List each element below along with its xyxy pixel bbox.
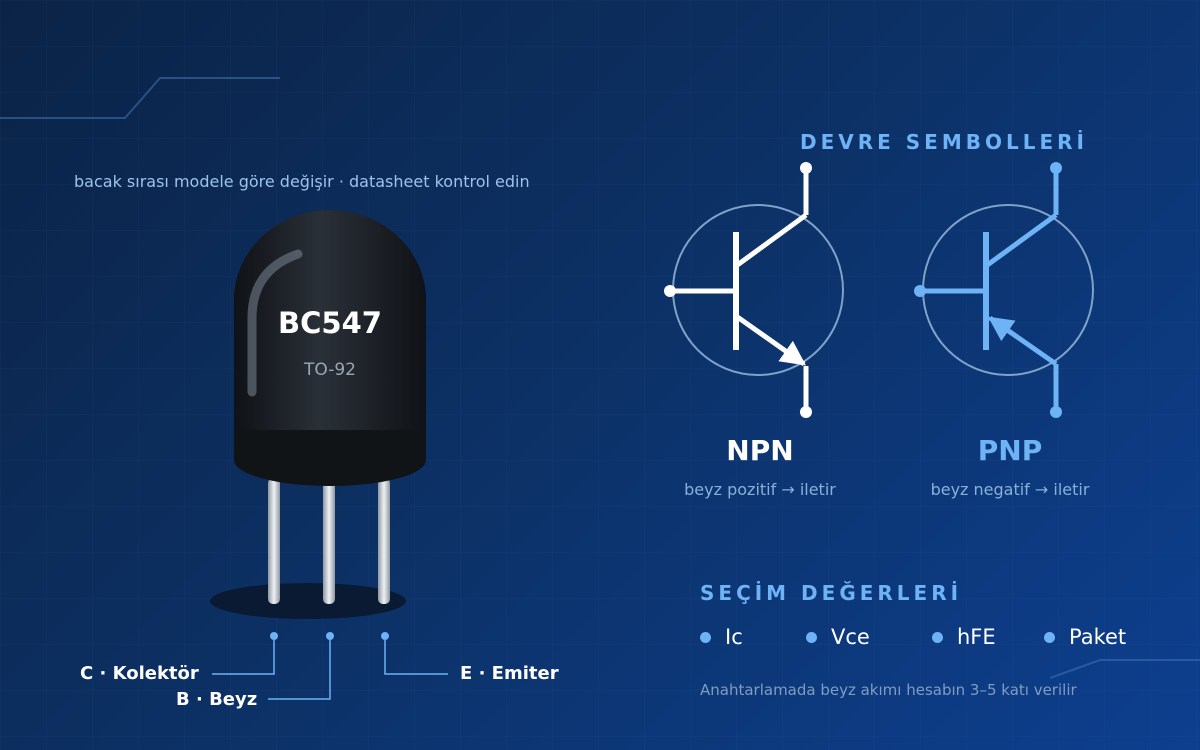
emitter-leader bbox=[384, 640, 448, 675]
pnp-symbol bbox=[914, 162, 1094, 418]
transistor-shadow bbox=[210, 583, 406, 619]
bullet-dot bbox=[932, 631, 943, 643]
collector-leader bbox=[212, 640, 275, 675]
selection-item: Vce bbox=[806, 625, 870, 649]
emitter-leg bbox=[378, 478, 390, 604]
selection-note: Anahtarlamada beyz akımı hesabın 3–5 kat… bbox=[700, 681, 1077, 699]
symbols-title: DEVRE SEMBOLLERİ bbox=[800, 130, 1088, 154]
emitter-label: E · Emiter bbox=[460, 663, 559, 684]
selection-item-label: Ic bbox=[725, 625, 743, 649]
base-leg bbox=[323, 478, 335, 604]
pin-order-hint: bacak sırası modele göre değişir · datas… bbox=[74, 172, 530, 191]
selection-item-label: hFE bbox=[957, 625, 996, 649]
circuit-trace-top bbox=[0, 77, 280, 119]
base-leader bbox=[268, 640, 331, 700]
base-pin-dot bbox=[326, 632, 334, 640]
circuit-trace-right bbox=[1049, 659, 1200, 679]
bullet-dot bbox=[1044, 631, 1055, 643]
selection-item-label: Paket bbox=[1069, 625, 1127, 649]
selection-item: Ic bbox=[700, 625, 743, 649]
emitter-pin-dot bbox=[381, 632, 389, 640]
part-number: BC547 bbox=[278, 306, 382, 340]
package-label: TO-92 bbox=[303, 360, 356, 380]
npn-description: beyz pozitif → iletir bbox=[684, 480, 836, 499]
selection-title: SEÇİM DEĞERLERİ bbox=[700, 581, 963, 605]
pnp-description: beyz negatif → iletir bbox=[930, 480, 1090, 499]
bullet-dot bbox=[700, 631, 711, 643]
transistor-bottom bbox=[234, 434, 426, 486]
npn-name: NPN bbox=[726, 434, 794, 467]
base-label: B · Beyz bbox=[176, 689, 258, 710]
collector-label: C · Kolektör bbox=[80, 663, 199, 684]
selection-item: hFE bbox=[932, 625, 996, 649]
selection-item-label: Vce bbox=[831, 625, 870, 649]
body-highlight bbox=[247, 249, 303, 397]
bullet-dot bbox=[806, 631, 817, 643]
selection-item: Paket bbox=[1044, 625, 1126, 649]
collector-leg bbox=[268, 478, 280, 604]
pnp-name: PNP bbox=[977, 434, 1043, 467]
collector-pin-dot bbox=[270, 632, 278, 640]
npn-symbol bbox=[664, 162, 844, 418]
